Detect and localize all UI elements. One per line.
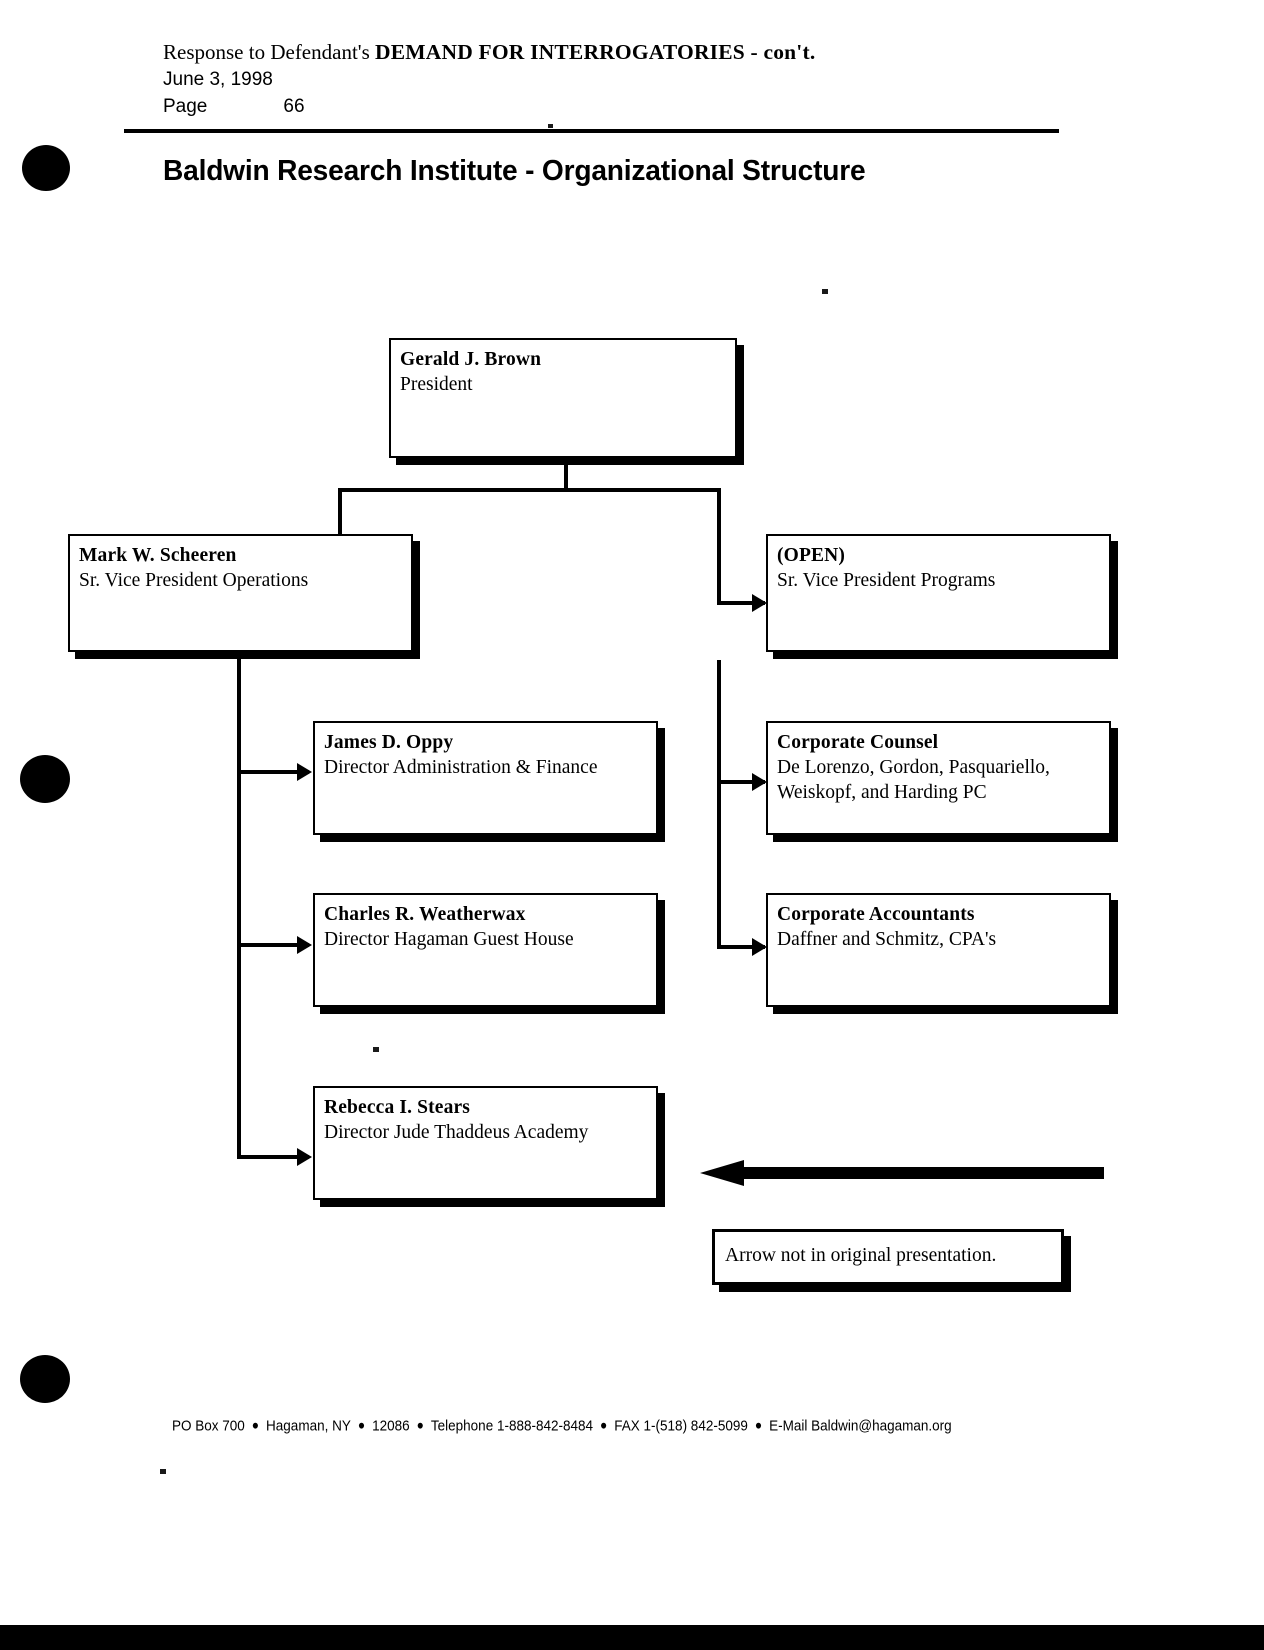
connector-operations-spine	[237, 650, 241, 1158]
footer-po-box: PO Box 700	[172, 1417, 245, 1435]
connector-president-stem	[564, 458, 568, 491]
org-node-director-guest-house[interactable]: Charles R. Weatherwax Director Hagaman G…	[313, 893, 658, 1007]
org-node-name: Charles R. Weatherwax	[324, 904, 526, 925]
org-node-role: President	[400, 374, 473, 395]
connector-to-corporate-accountants	[717, 945, 765, 949]
scan-speck	[548, 124, 553, 128]
footer-bullet-icon: ●	[416, 1417, 424, 1433]
footer-bullet-icon: ●	[251, 1417, 260, 1433]
header-case-line: Response to Defendant's DEMAND FOR INTER…	[163, 40, 1063, 65]
scan-edge-bar	[0, 1625, 1264, 1650]
org-node-name: Rebecca I. Stears	[324, 1097, 471, 1118]
connector-programs-spine	[717, 660, 721, 949]
header-case-prefix: Response to Defendant's	[163, 40, 375, 64]
org-node-role: Sr. Vice President Programs	[777, 570, 996, 591]
org-node-role-2: Weiskopf, and Harding PC	[777, 782, 987, 803]
arrowhead-director-academy	[297, 1148, 312, 1166]
footer-zip: 12086	[372, 1417, 410, 1435]
connector-president-bus	[338, 488, 721, 492]
header-page-number: 66	[283, 96, 305, 117]
arrowhead-svp-programs	[752, 594, 767, 612]
hole-punch-mark-middle	[20, 755, 70, 803]
connector-to-svp-programs-h	[717, 601, 765, 605]
org-node-name: Corporate Accountants	[777, 904, 975, 925]
org-node-corporate-counsel[interactable]: Corporate Counsel De Lorenzo, Gordon, Pa…	[766, 721, 1111, 835]
scan-speck	[373, 1047, 379, 1052]
connector-to-director-academy	[237, 1155, 309, 1159]
arrowhead-director-admin	[297, 763, 312, 781]
footer-city-state: Hagaman, NY	[266, 1417, 351, 1435]
connector-to-director-admin	[237, 770, 309, 774]
footer-telephone: Telephone 1-888-842-8484	[430, 1417, 594, 1435]
org-node-name: Gerald J. Brown	[400, 349, 542, 370]
org-node-svp-programs[interactable]: (OPEN) Sr. Vice President Programs	[766, 534, 1111, 652]
header-page-label: Page	[163, 96, 208, 117]
scan-speck	[160, 1469, 166, 1474]
org-node-role: Director Hagaman Guest House	[324, 929, 574, 950]
org-node-role: Sr. Vice President Operations	[79, 570, 309, 591]
annotation-note-box: Arrow not in original presentation.	[712, 1229, 1064, 1285]
page-footer: PO Box 700 ● Hagaman, NY ● 12086 ● Telephone 1…	[172, 1415, 1072, 1436]
header-divider-rule	[124, 129, 1059, 133]
footer-email: E-Mail Baldwin@hagaman.org	[769, 1417, 952, 1435]
annotation-arrow-icon	[700, 1160, 1104, 1186]
org-node-director-admin[interactable]: James D. Oppy Director Administration & …	[313, 721, 658, 835]
header-page-line: Page 66	[163, 94, 1063, 119]
arrowhead-corporate-counsel	[752, 773, 767, 791]
org-node-name: Mark W. Scheeren	[79, 545, 237, 566]
org-node-corporate-accountants[interactable]: Corporate Accountants Daffner and Schmit…	[766, 893, 1111, 1007]
org-node-role: De Lorenzo, Gordon, Pasquariello,	[777, 757, 1050, 778]
hole-punch-mark-top	[22, 145, 70, 191]
org-node-name: Corporate Counsel	[777, 732, 939, 753]
document-header: Response to Defendant's DEMAND FOR INTER…	[163, 40, 1063, 119]
hole-punch-mark-bottom	[20, 1355, 70, 1403]
footer-fax: FAX 1-(518) 842-5099	[614, 1417, 748, 1435]
footer-bullet-icon: ●	[754, 1417, 763, 1433]
arrowhead-corporate-accountants	[752, 938, 767, 956]
arrowhead-director-guest-house	[297, 936, 312, 954]
org-node-name: (OPEN)	[777, 545, 846, 566]
scan-speck	[822, 289, 828, 294]
footer-bullet-icon: ●	[357, 1417, 366, 1433]
connector-to-svp-programs	[717, 488, 721, 605]
connector-to-corporate-counsel	[717, 780, 765, 784]
annotation-note-text: Arrow not in original presentation.	[725, 1245, 997, 1266]
org-node-role: Director Jude Thaddeus Academy	[324, 1122, 589, 1143]
org-node-director-academy[interactable]: Rebecca I. Stears Director Jude Thaddeus…	[313, 1086, 658, 1200]
org-node-name: James D. Oppy	[324, 732, 454, 753]
header-date: June 3, 1998	[163, 69, 273, 90]
connector-to-director-guest-house	[237, 943, 309, 947]
page-title: Baldwin Research Institute - Organizatio…	[163, 155, 866, 187]
org-node-svp-operations[interactable]: Mark W. Scheeren Sr. Vice President Oper…	[68, 534, 413, 652]
header-case-emphasis: DEMAND FOR INTERROGATORIES - con't.	[375, 40, 816, 64]
org-node-role: Director Administration & Finance	[324, 757, 598, 778]
connector-to-svp-operations	[338, 488, 342, 538]
org-node-role: Daffner and Schmitz, CPA's	[777, 929, 997, 950]
org-node-president[interactable]: Gerald J. Brown President	[389, 338, 737, 458]
footer-bullet-icon: ●	[600, 1417, 608, 1433]
